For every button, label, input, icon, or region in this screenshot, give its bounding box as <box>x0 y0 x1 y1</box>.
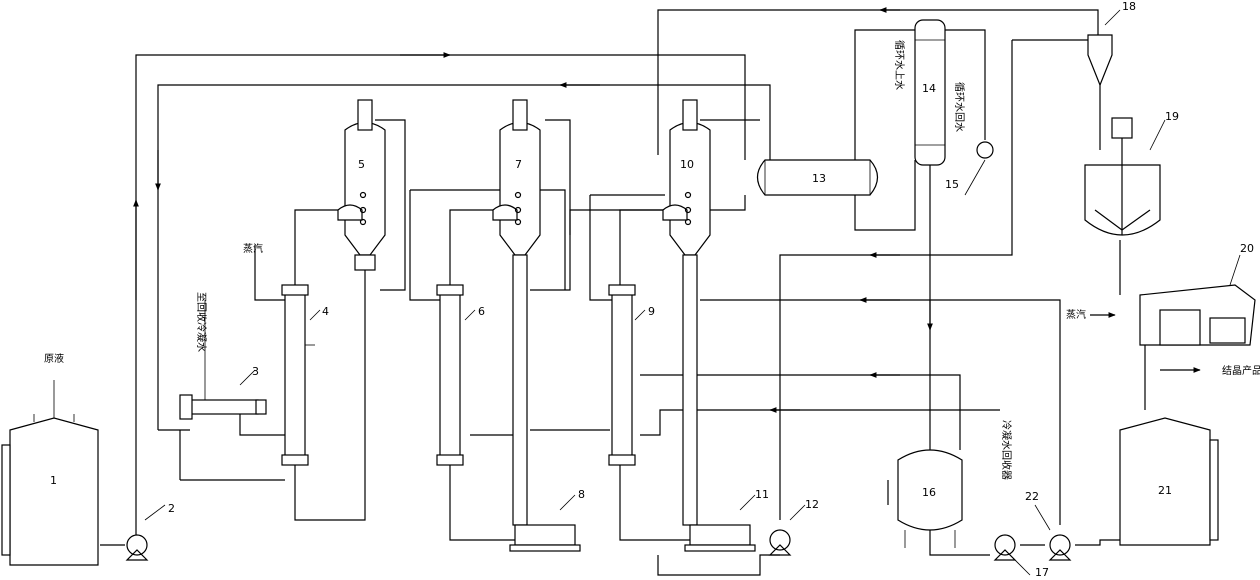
condenser-13 <box>756 159 879 196</box>
feed-label: 原液 <box>44 352 64 365</box>
evaporator-10 <box>662 99 711 526</box>
receiver-16 <box>887 449 963 548</box>
preheater-3 <box>179 300 267 420</box>
stream-labels: 原液 蒸汽 蒸汽 结晶产品 至回收冷凝水 循环水上水 循环水回水 冷凝水回收器 <box>44 40 1260 480</box>
centrifuge-20 <box>1139 284 1256 346</box>
label-4: 4 <box>322 305 329 318</box>
label-13: 13 <box>812 172 826 185</box>
cooling-water-in-label: 循环水上水 <box>893 40 906 90</box>
crystallizer-19 <box>1084 117 1161 236</box>
label-9: 9 <box>648 305 655 318</box>
label-22: 22 <box>1025 490 1039 503</box>
vacuum-pump-15 <box>976 141 994 159</box>
label-21: 21 <box>1158 484 1172 497</box>
label-2: 2 <box>168 502 175 515</box>
label-14: 14 <box>922 82 936 95</box>
equipment-numbers: 1 2 3 4 5 6 7 8 9 10 11 12 13 14 15 16 1… <box>50 0 1254 579</box>
circulation-pump-11 <box>684 524 756 552</box>
label-17: 17 <box>1035 566 1049 579</box>
label-20: 20 <box>1240 242 1254 255</box>
label-8: 8 <box>578 488 585 501</box>
heater-4 <box>281 284 315 466</box>
evaporator-5 <box>337 99 386 271</box>
steam-label-2: 蒸汽 <box>1066 308 1086 321</box>
product-label: 结晶产品 <box>1222 364 1260 377</box>
pump-22 <box>1048 534 1072 561</box>
label-12: 12 <box>805 498 819 511</box>
label-18: 18 <box>1122 0 1136 13</box>
label-15: 15 <box>945 178 959 191</box>
tank-21 <box>1119 417 1219 546</box>
condensate-return-label: 至回收冷凝水 <box>195 292 208 352</box>
heater-6 <box>436 284 464 466</box>
pump-12 <box>768 529 792 556</box>
label-6: 6 <box>478 305 485 318</box>
evaporator-7 <box>492 99 541 526</box>
pump-17 <box>993 534 1017 561</box>
label-16: 16 <box>922 486 936 499</box>
cooling-water-out-label: 循环水回水 <box>953 82 966 132</box>
label-19: 19 <box>1165 110 1179 123</box>
circulation-pump-8 <box>509 524 581 552</box>
label-10: 10 <box>680 158 694 171</box>
separator-18 <box>1087 34 1113 87</box>
heater-9 <box>608 284 636 466</box>
condensate-collector-label: 冷凝水回收器 <box>1000 420 1013 480</box>
label-7: 7 <box>515 158 522 171</box>
label-3: 3 <box>252 365 259 378</box>
leader-lines <box>144 9 1241 576</box>
steam-label: 蒸汽 <box>243 242 263 255</box>
condenser-14 <box>914 19 946 166</box>
pump-2 <box>125 534 149 561</box>
label-11: 11 <box>755 488 769 501</box>
label-5: 5 <box>358 158 365 171</box>
label-1: 1 <box>50 474 57 487</box>
feed-tank-1 <box>1 380 99 566</box>
